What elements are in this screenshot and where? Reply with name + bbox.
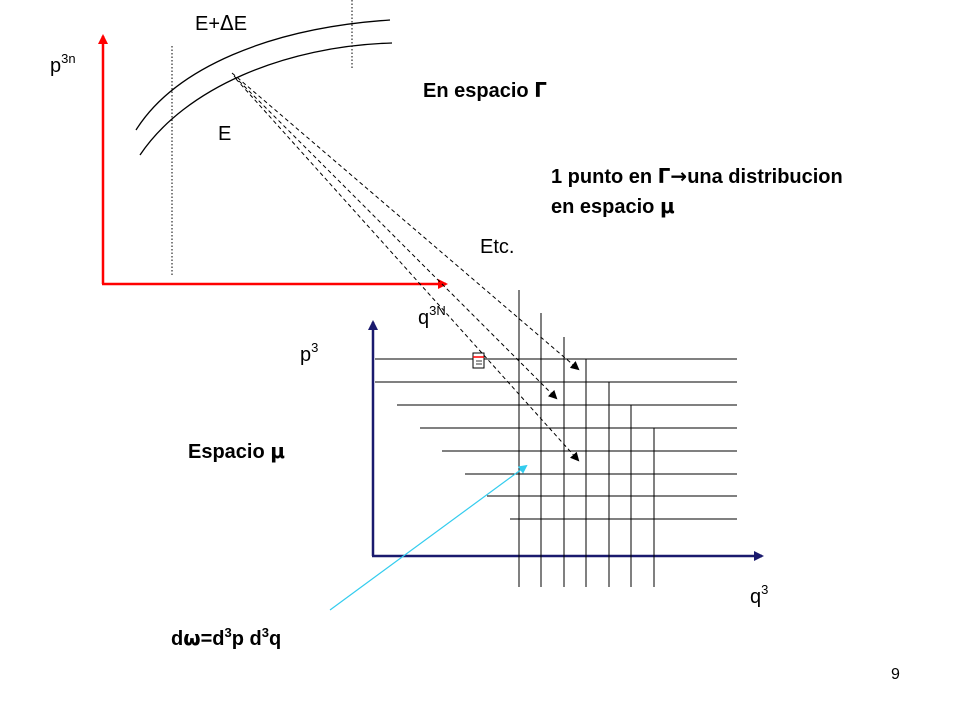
projection-line-3 bbox=[235, 78, 580, 462]
mu-y-axis-label: p3 bbox=[300, 340, 318, 366]
page-number: 9 bbox=[891, 666, 900, 683]
mu-grid-vertical bbox=[518, 290, 655, 587]
etc-label: Etc. bbox=[480, 236, 514, 258]
projection-line-1 bbox=[231, 72, 580, 371]
mu-grid-horizontal bbox=[375, 358, 737, 520]
volume-element-pointer bbox=[329, 464, 528, 611]
mu-x-axis-label: q3 bbox=[750, 582, 768, 608]
energy-curve-upper bbox=[135, 19, 391, 131]
note-line-2: en espacio μ bbox=[551, 194, 675, 218]
gamma-y-axis-label: p3n bbox=[50, 51, 76, 77]
energy-upper-label: E+ΔE bbox=[195, 11, 247, 35]
energy-lower-label: E bbox=[218, 123, 231, 145]
note-line-1: 1 punto en Γ→una distribucion bbox=[551, 164, 843, 188]
gamma-x-axis-label: q3N bbox=[418, 303, 446, 329]
note-icon bbox=[472, 352, 485, 369]
mu-space-label: Espacio μ bbox=[188, 439, 285, 463]
mu-space: p3 q3 Espacio μ dω=d3p d3q bbox=[171, 290, 768, 650]
projection-line-2 bbox=[233, 75, 558, 400]
gamma-space-title: En espacio Γ bbox=[423, 78, 547, 102]
gamma-space: p3n q3N E+ΔE E En espacio Γ 1 punto en Γ… bbox=[50, 0, 843, 462]
volume-element-formula: dω=d3p d3q bbox=[171, 625, 281, 650]
energy-curve-lower bbox=[139, 42, 393, 156]
